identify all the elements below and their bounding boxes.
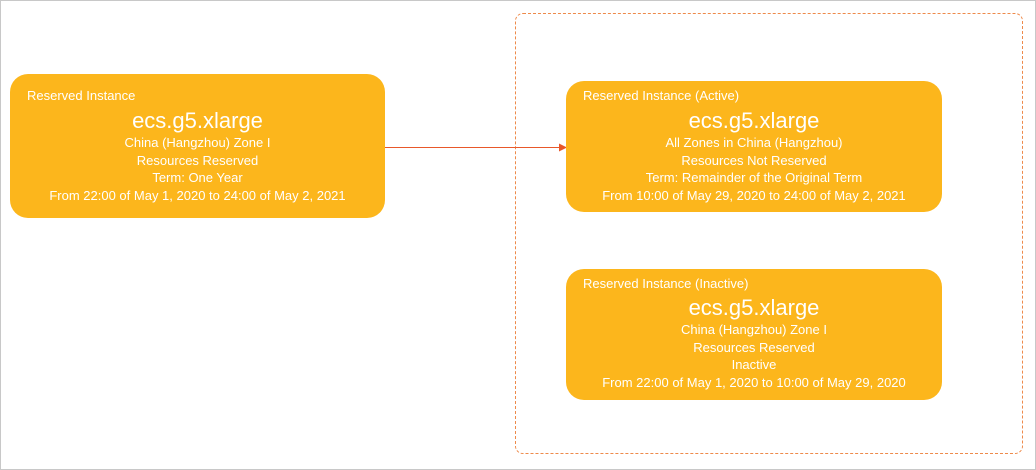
reservation-text: Resources Reserved [693, 339, 815, 355]
period-text: From 10:00 of May 29, 2020 to 24:00 of M… [602, 187, 906, 203]
active-reserved-instance-node[interactable]: Reserved Instance (Active) ecs.g5.xlarge… [566, 81, 942, 212]
zone-text: China (Hangzhou) Zone I [124, 135, 271, 150]
instance-type-title: ecs.g5.xlarge [688, 295, 820, 320]
split-result-group [515, 13, 1023, 454]
node-label: Reserved Instance (Active) [583, 88, 740, 103]
node-label: Reserved Instance [27, 88, 136, 103]
node-body: ecs.g5.xlarge China (Hangzhou) Zone I Re… [10, 108, 385, 204]
term-text: Term: Remainder of the Original Term [645, 170, 863, 185]
zone-text: All Zones in China (Hangzhou) [665, 135, 843, 150]
period-text: From 22:00 of May 1, 2020 to 24:00 of Ma… [49, 187, 346, 203]
zone-text: China (Hangzhou) Zone I [681, 322, 827, 337]
node-body: ecs.g5.xlarge China (Hangzhou) Zone I Re… [566, 295, 942, 391]
reservation-text: Resources Reserved [136, 152, 259, 168]
reservation-text: Resources Not Reserved [681, 152, 827, 168]
status-text: Inactive [731, 357, 777, 372]
period-text: From 22:00 of May 1, 2020 to 10:00 of Ma… [602, 374, 906, 390]
split-arrow-head [559, 143, 567, 152]
instance-type-title: ecs.g5.xlarge [132, 108, 263, 133]
node-label: Reserved Instance (Inactive) [583, 276, 749, 291]
term-text: Term: One Year [152, 170, 243, 185]
instance-type-title: ecs.g5.xlarge [688, 108, 820, 133]
node-body: ecs.g5.xlarge All Zones in China (Hangzh… [566, 108, 942, 204]
source-reserved-instance-node[interactable]: Reserved Instance ecs.g5.xlarge China (H… [10, 74, 385, 218]
inactive-reserved-instance-node[interactable]: Reserved Instance (Inactive) ecs.g5.xlar… [566, 269, 942, 400]
